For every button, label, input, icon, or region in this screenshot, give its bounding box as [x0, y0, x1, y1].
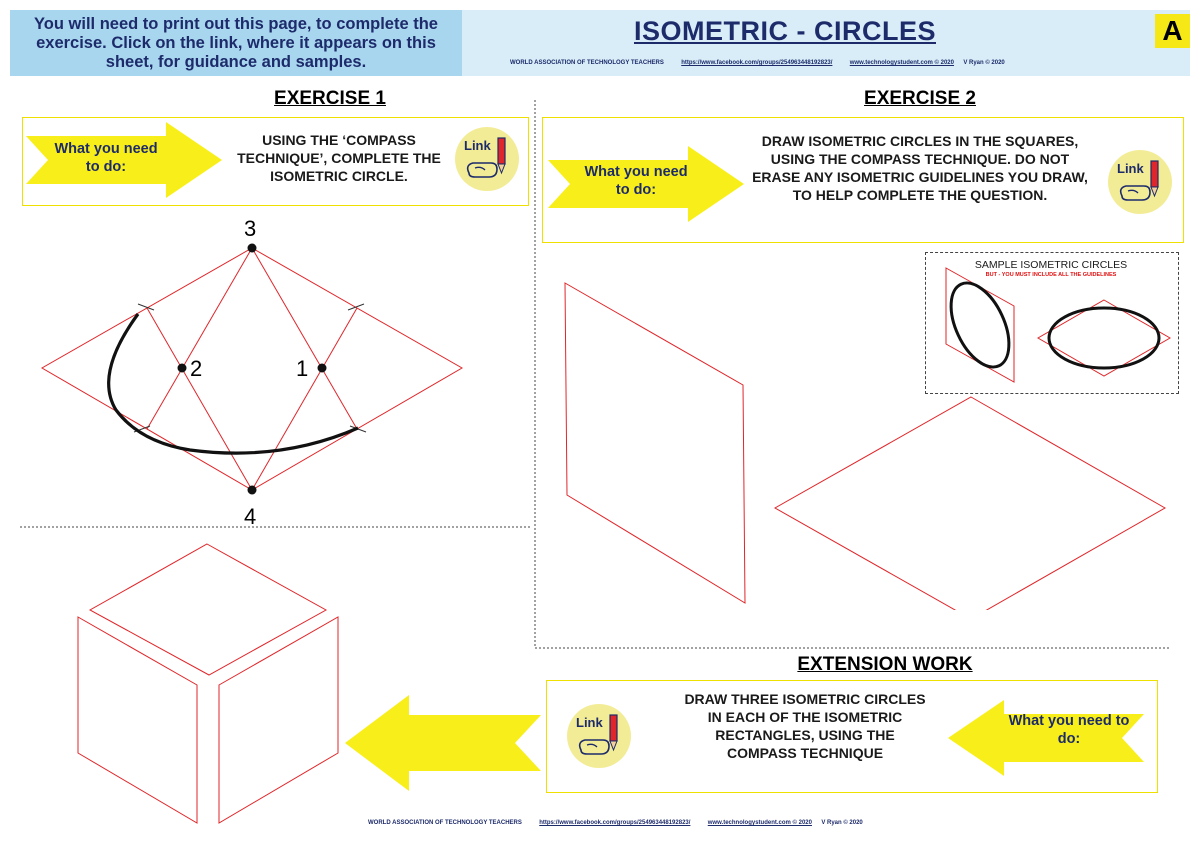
pencil-scroll-icon	[1119, 160, 1159, 201]
worksheet-badge: A	[1155, 14, 1190, 48]
exercise2-link-button[interactable]: Link	[1108, 150, 1172, 214]
sample-isometric-circles	[945, 267, 1172, 383]
extension-pointer-arrow-icon	[345, 695, 541, 791]
header-credits: WORLD ASSOCIATION OF TECHNOLOGY TEACHERS…	[510, 60, 1005, 66]
exercise2-heading: EXERCISE 2	[864, 88, 976, 109]
point-1-label: 1	[296, 356, 309, 381]
footer-credit-url[interactable]: https://www.facebook.com/groups/25496344…	[539, 820, 691, 826]
footer-credit-site[interactable]: www.technologystudent.com © 2020	[707, 820, 812, 826]
extension-heading: EXTENSION WORK	[797, 654, 973, 675]
extension-arrow-text: What you need to do:	[1008, 713, 1130, 747]
exercise1-isometric-circle-construction	[40, 243, 464, 495]
exercise2-arrow-icon	[548, 146, 744, 222]
footer-credit-author: V Ryan © 2020	[821, 820, 863, 826]
exercise2-arrow-text: What you need to do:	[584, 164, 688, 198]
extension-arrow-icon	[948, 700, 1144, 776]
exercise1-link-button[interactable]: Link	[455, 127, 519, 191]
header-credit-author: V Ryan © 2020	[963, 60, 1005, 66]
extension-link-button[interactable]: Link	[567, 704, 631, 768]
extension-link-label: Link	[576, 715, 603, 730]
title-band	[462, 10, 1190, 76]
extension-isometric-cube	[77, 543, 339, 824]
point-2-label: 2	[190, 356, 203, 381]
page-title: ISOMETRIC - CIRCLES	[633, 16, 936, 46]
footer-credits: WORLD ASSOCIATION OF TECHNOLOGY TEACHERS…	[368, 820, 863, 826]
exercise1-link-label: Link	[464, 138, 491, 153]
pencil-scroll-icon	[578, 714, 618, 755]
exercise1-arrow-icon	[26, 122, 222, 198]
header-credit-url[interactable]: https://www.facebook.com/groups/25496344…	[681, 60, 833, 66]
print-instructions-text: You will need to print out this page, to…	[34, 14, 438, 71]
exercise2-isometric-squares	[564, 282, 1167, 610]
footer-credit-org: WORLD ASSOCIATION OF TECHNOLOGY TEACHERS	[368, 820, 522, 826]
exercise1-arrow-text: What you need to do:	[54, 141, 158, 175]
exercise2-link-label: Link	[1117, 161, 1144, 176]
point-4-label: 4	[244, 504, 257, 529]
print-instructions: You will need to print out this page, to…	[10, 10, 462, 76]
sample-title: SAMPLE ISOMETRIC CIRCLES	[974, 259, 1128, 271]
exercise2-instruction: DRAW ISOMETRIC CIRCLES IN THE SQUARES, U…	[752, 133, 1088, 203]
exercise1-heading: EXERCISE 1	[274, 88, 386, 109]
extension-instruction: DRAW THREE ISOMETRIC CIRCLES IN EACH OF …	[684, 691, 926, 761]
point-3-label: 3	[244, 216, 257, 241]
pencil-scroll-icon	[466, 137, 506, 178]
header-credit-org: WORLD ASSOCIATION OF TECHNOLOGY TEACHERS	[510, 60, 664, 66]
header-credit-site[interactable]: www.technologystudent.com © 2020	[849, 60, 954, 66]
sample-circles-box	[925, 252, 1179, 394]
exercise1-instruction: USING THE ‘COMPASS TECHNIQUE’, COMPLETE …	[237, 132, 441, 184]
sample-subtitle: BUT - YOU MUST INCLUDE ALL THE GUIDELINE…	[985, 272, 1117, 278]
